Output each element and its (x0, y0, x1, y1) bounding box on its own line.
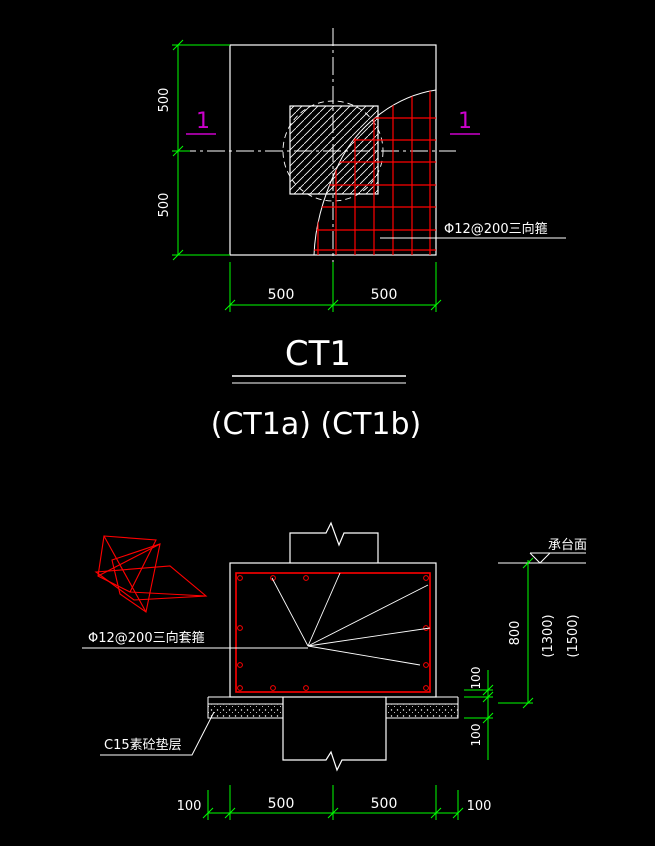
cap-top-label: 承台面 (548, 538, 587, 553)
title-sub: (CT1a) (CT1b) (211, 407, 422, 442)
section-dim-bottom-right: 500 (371, 796, 398, 812)
plan-view: Φ12@200三向箍 1 1 500 500 (157, 28, 566, 312)
cap-top-level-marker (498, 552, 586, 564)
section-dim-cover: 100 (469, 667, 483, 690)
column-break-top (289, 521, 379, 563)
section-mark-right: 1 (450, 109, 480, 135)
stirrup-fan-lines (271, 572, 431, 666)
section-cap-outline (229, 562, 437, 698)
svg-text:1: 1 (196, 109, 210, 134)
title-main: CT1 (285, 334, 351, 374)
plan-dim-horizontal-left: 500 (268, 287, 295, 303)
plan-dim-vertical-bottom: 500 (157, 193, 172, 218)
plan-dim-vertical-top: 500 (157, 88, 172, 113)
svg-text:1: 1 (458, 109, 472, 134)
cushion-right (385, 703, 459, 719)
section-dim-bottom-right-edge: 100 (467, 799, 492, 814)
pile-circle (282, 100, 384, 202)
section-dim-cushion: 100 (469, 724, 483, 747)
cushion-label: C15素砼垫层 (104, 737, 182, 753)
cushion-leader (100, 711, 215, 756)
section-stirrup (235, 572, 431, 693)
section-view: Φ12@200三向套箍 C15素砼垫层 承台面 (82, 521, 587, 820)
section-height-dimension (464, 557, 534, 760)
rebar-label: Φ12@200三向箍 (444, 221, 548, 237)
section-bottom-dimension (202, 785, 464, 820)
pile-below (282, 697, 387, 772)
plan-dim-horizontal-right: 500 (371, 287, 398, 303)
section-dim-bottom-left: 500 (268, 796, 295, 812)
stirrup-3d-sketch (94, 535, 208, 613)
cushion-left (207, 703, 284, 719)
section-dim-bottom-left-edge: 100 (177, 799, 202, 814)
section-dim-height: 800 (508, 621, 523, 646)
column-section (289, 105, 379, 195)
section-dim-height-alt2: (1500) (566, 614, 581, 657)
plan-horizontal-dimension (224, 262, 442, 312)
drawing-title: CT1 (CT1a) (CT1b) (211, 334, 422, 442)
plan-vertical-dimension (172, 39, 230, 261)
stirrup-label: Φ12@200三向套箍 (88, 630, 205, 646)
section-mark-left: 1 (186, 109, 216, 135)
section-dim-height-alt1: (1300) (541, 614, 556, 657)
